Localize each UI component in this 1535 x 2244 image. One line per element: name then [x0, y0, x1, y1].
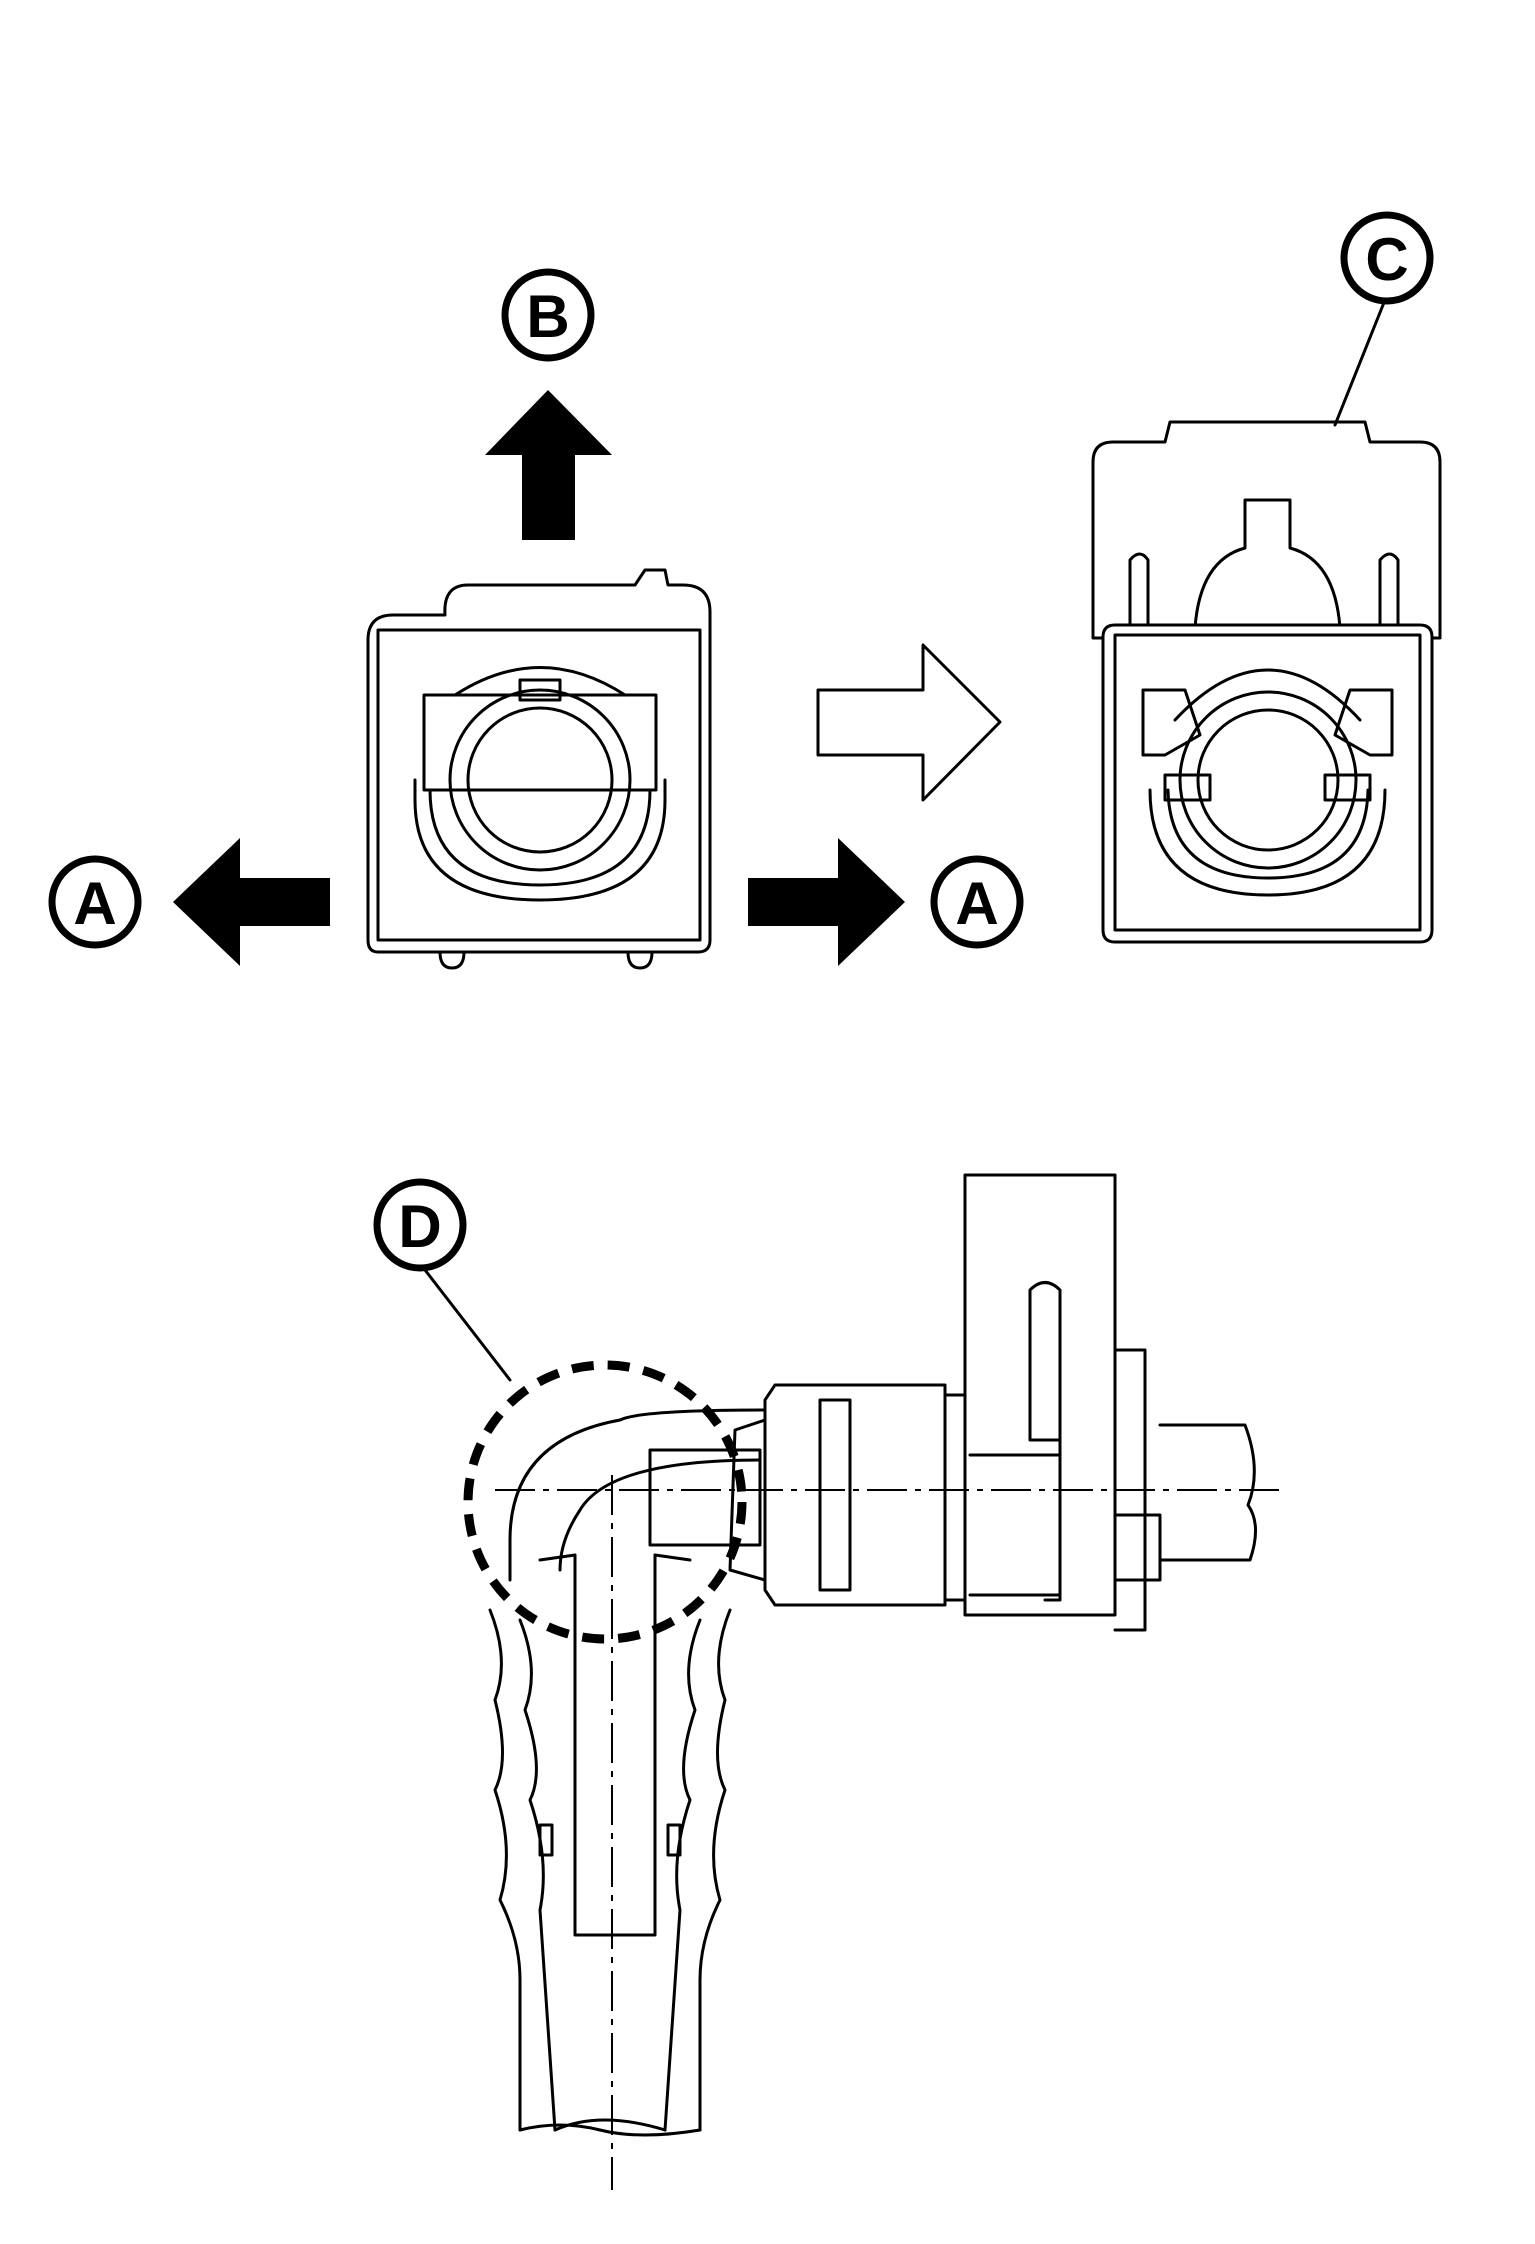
- svg-text:A: A: [73, 870, 116, 937]
- detail-circle-d: [463, 1360, 747, 1644]
- svg-text:B: B: [526, 283, 569, 350]
- svg-text:C: C: [1365, 226, 1408, 293]
- connector-front-view: [366, 568, 712, 970]
- leader-line-c: [1333, 298, 1387, 427]
- arrow-right-icon: [748, 838, 905, 966]
- callout-d: D: [373, 1178, 467, 1272]
- connector-side-view: [488, 1173, 1285, 2190]
- callout-a-left: A: [48, 855, 142, 949]
- callout-a-right: A: [930, 855, 1024, 949]
- svg-text:D: D: [398, 1193, 441, 1260]
- connector-released-view: [1091, 420, 1442, 944]
- callout-b: B: [501, 268, 595, 362]
- leader-line-d: [423, 1268, 512, 1382]
- callout-c: C: [1340, 211, 1434, 305]
- arrow-up-icon: [485, 390, 612, 540]
- arrow-left-icon: [173, 838, 330, 966]
- svg-text:A: A: [955, 870, 998, 937]
- transition-arrow-icon: [816, 643, 1002, 802]
